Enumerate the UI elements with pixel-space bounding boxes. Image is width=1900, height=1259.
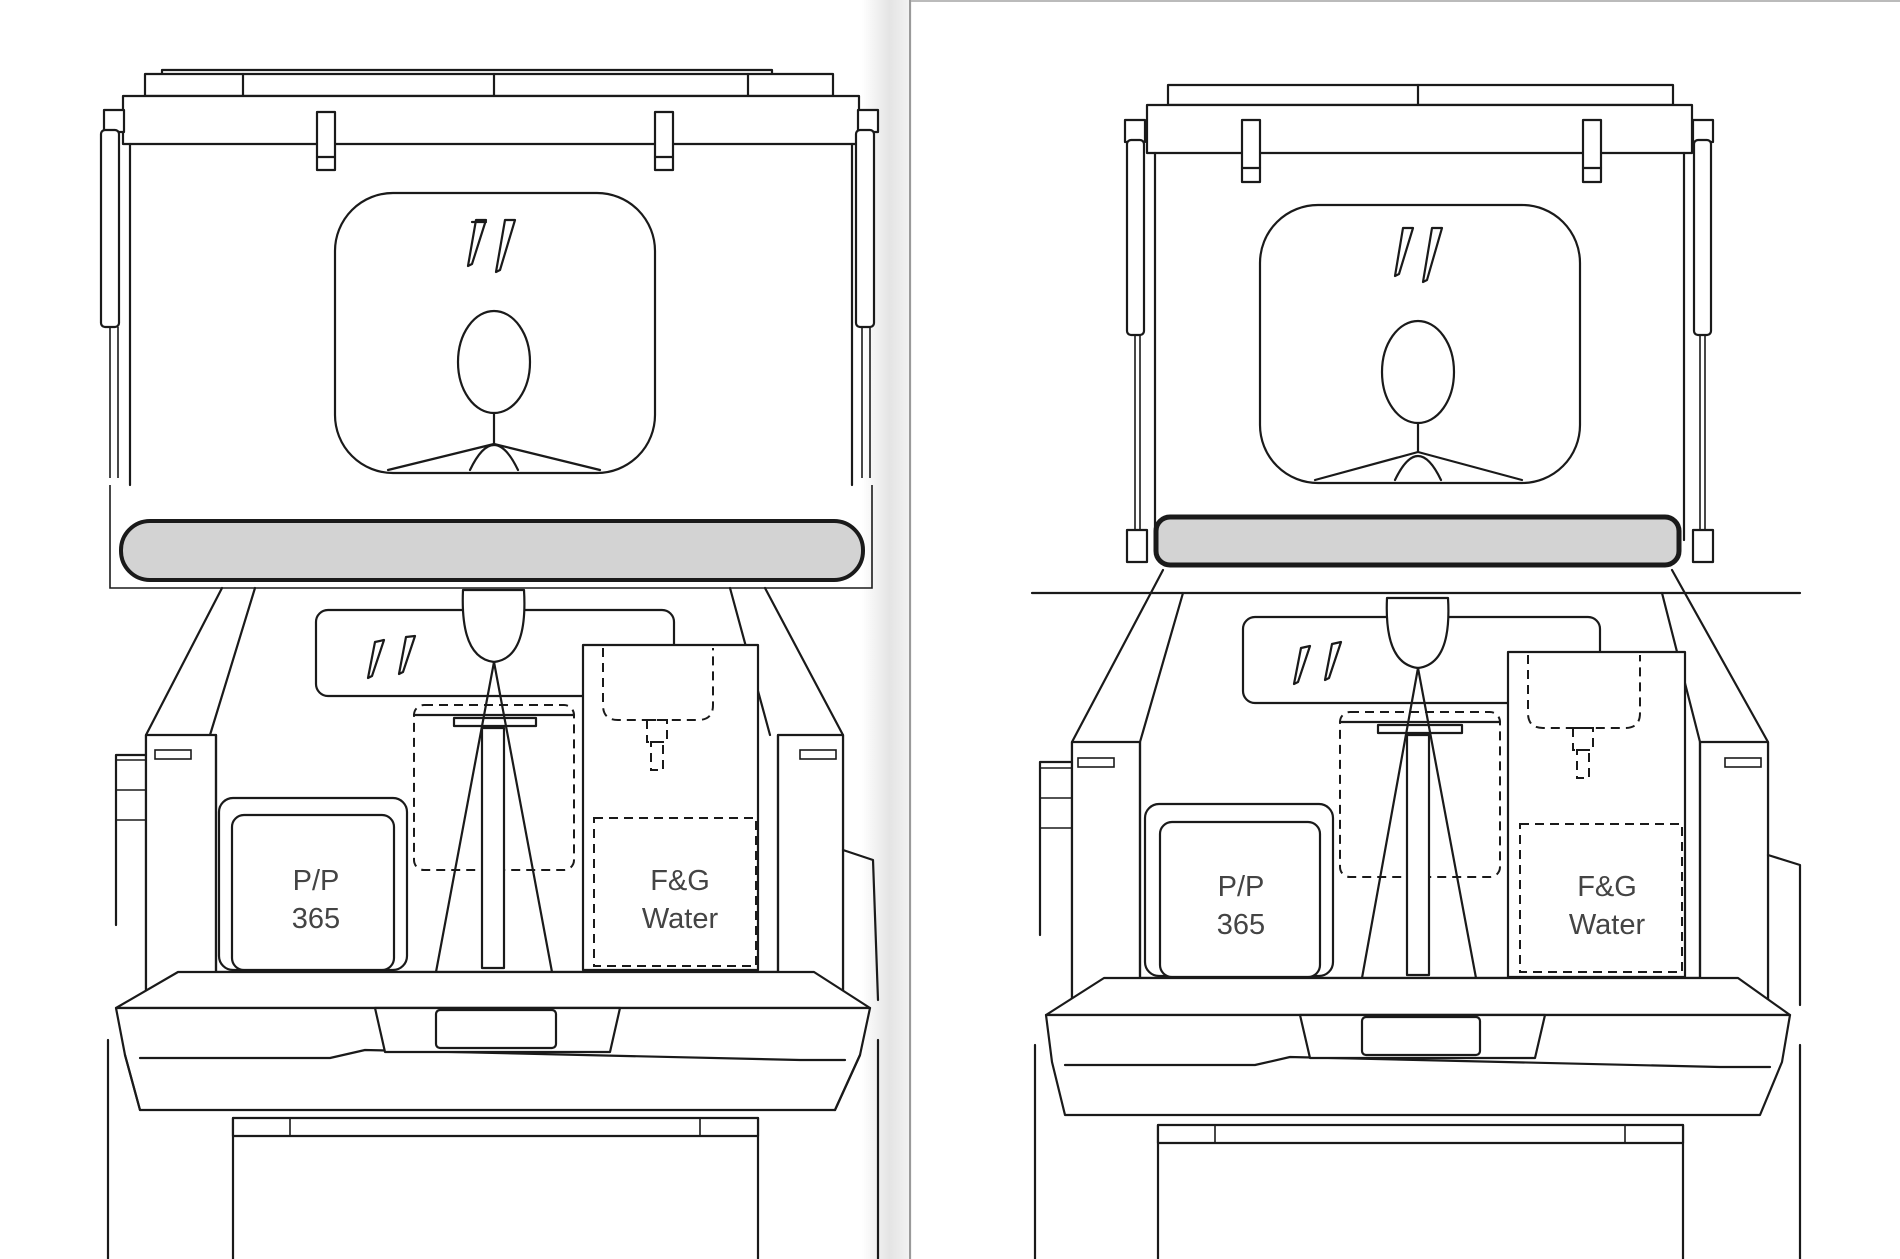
- storage-label-line2: 365: [292, 903, 340, 935]
- water-unit-right: F&G Water: [1506, 650, 1687, 979]
- rear-bumper: [106, 970, 880, 1259]
- tank-label-line2: Water: [642, 903, 719, 935]
- storage-label-line1: P/P: [1218, 871, 1265, 903]
- rear-window: [333, 191, 657, 475]
- tank-label-line2: Water: [1569, 909, 1646, 941]
- cargo-area: P/P 365 F&G Water: [1038, 568, 1802, 1007]
- panel-right: P/P 365 F&G Water: [1030, 83, 1802, 1259]
- panel-left: P/P 365 F&G Water: [99, 68, 880, 1259]
- rear-window: [1258, 203, 1582, 485]
- storage-label-line1: P/P: [293, 865, 340, 897]
- tank-label-line1: F&G: [650, 865, 710, 897]
- water-unit-left: F&G Water: [581, 643, 760, 972]
- highlight-bar: [1153, 514, 1682, 568]
- storage-label-line2: 365: [1217, 909, 1265, 941]
- storage-bin-left: P/P 365: [217, 796, 409, 972]
- storage-bin-right: P/P 365: [1143, 802, 1335, 979]
- cargo-area: P/P 365 F&G Water: [114, 586, 880, 1002]
- tailgate-canopy: [99, 68, 880, 589]
- rear-bumper: [1033, 976, 1802, 1259]
- highlight-bar: [119, 519, 865, 582]
- tank-label-line1: F&G: [1577, 871, 1637, 903]
- tailgate-canopy: [1123, 83, 1715, 564]
